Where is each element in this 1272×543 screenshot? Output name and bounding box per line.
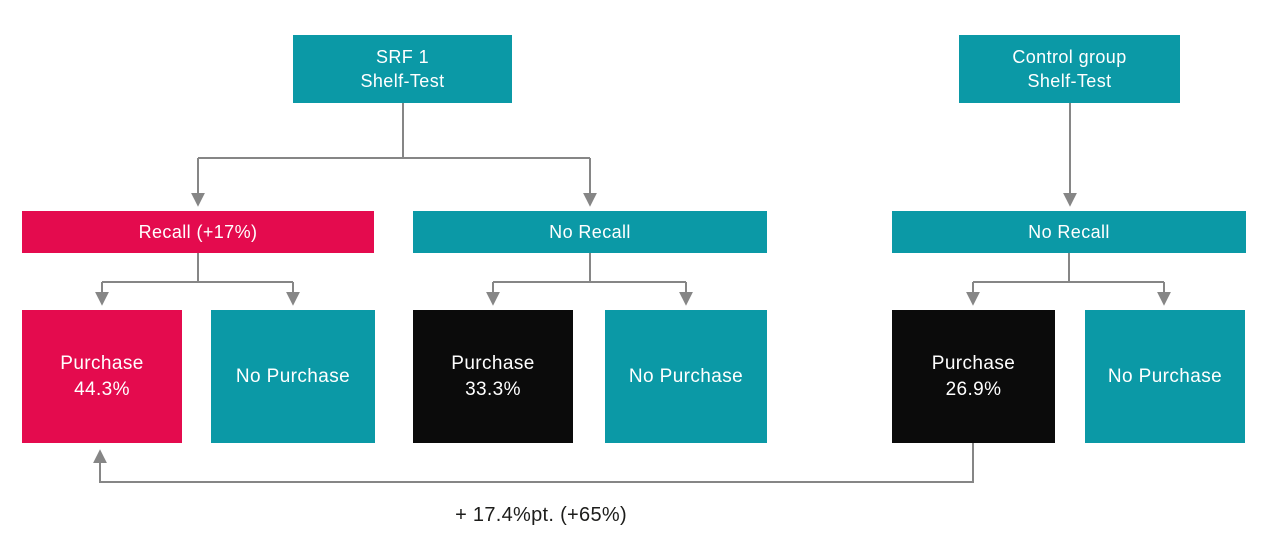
node-no-purchase-no-recall: No Purchase — [605, 310, 767, 443]
node-no-purchase-control: No Purchase — [1085, 310, 1245, 443]
node-purchase-control: Purchase 26.9% — [892, 310, 1055, 443]
node-label: Control group — [1012, 46, 1127, 67]
node-label: Shelf-Test — [1027, 71, 1112, 91]
node-label: Recall (+17%) — [138, 221, 258, 242]
connector-uplift-feedback-arrow — [93, 443, 974, 483]
node-label: No Recall — [549, 221, 631, 242]
node-label: SRF 1 — [375, 46, 429, 67]
uplift-annotation: + 17.4%pt. (+65%) — [455, 504, 627, 526]
node-no-recall-srf: No Recall — [413, 211, 767, 253]
node-no-recall-control: No Recall — [892, 211, 1246, 253]
node-label: Shelf-Test — [360, 71, 445, 91]
node-label: Purchase — [60, 352, 144, 374]
node-label: Purchase — [931, 352, 1016, 374]
connector-no-recall-control-branch — [966, 253, 1171, 306]
node-value: 33.3% — [465, 378, 521, 400]
connector-srf1-branch — [191, 103, 597, 207]
node-value: 44.3% — [74, 378, 130, 400]
node-srf1-shelf-test: SRF 1 Shelf-Test — [293, 35, 512, 103]
node-control-group-shelf-test: Control group Shelf-Test — [959, 35, 1180, 103]
node-value: 26.9% — [945, 378, 1002, 400]
node-label: No Recall — [1028, 221, 1110, 242]
connector-recall-branch — [95, 253, 300, 306]
node-purchase-recall: Purchase 44.3% — [22, 310, 182, 443]
node-purchase-no-recall: Purchase 33.3% — [413, 310, 573, 443]
node-no-purchase-recall: No Purchase — [211, 310, 375, 443]
node-label: No Purchase — [628, 365, 744, 387]
node-recall: Recall (+17%) — [22, 211, 374, 253]
node-label: Purchase — [451, 352, 535, 374]
connector-no-recall-srf-branch — [486, 253, 693, 306]
node-label: No Purchase — [1107, 365, 1223, 387]
node-label: No Purchase — [235, 365, 351, 387]
